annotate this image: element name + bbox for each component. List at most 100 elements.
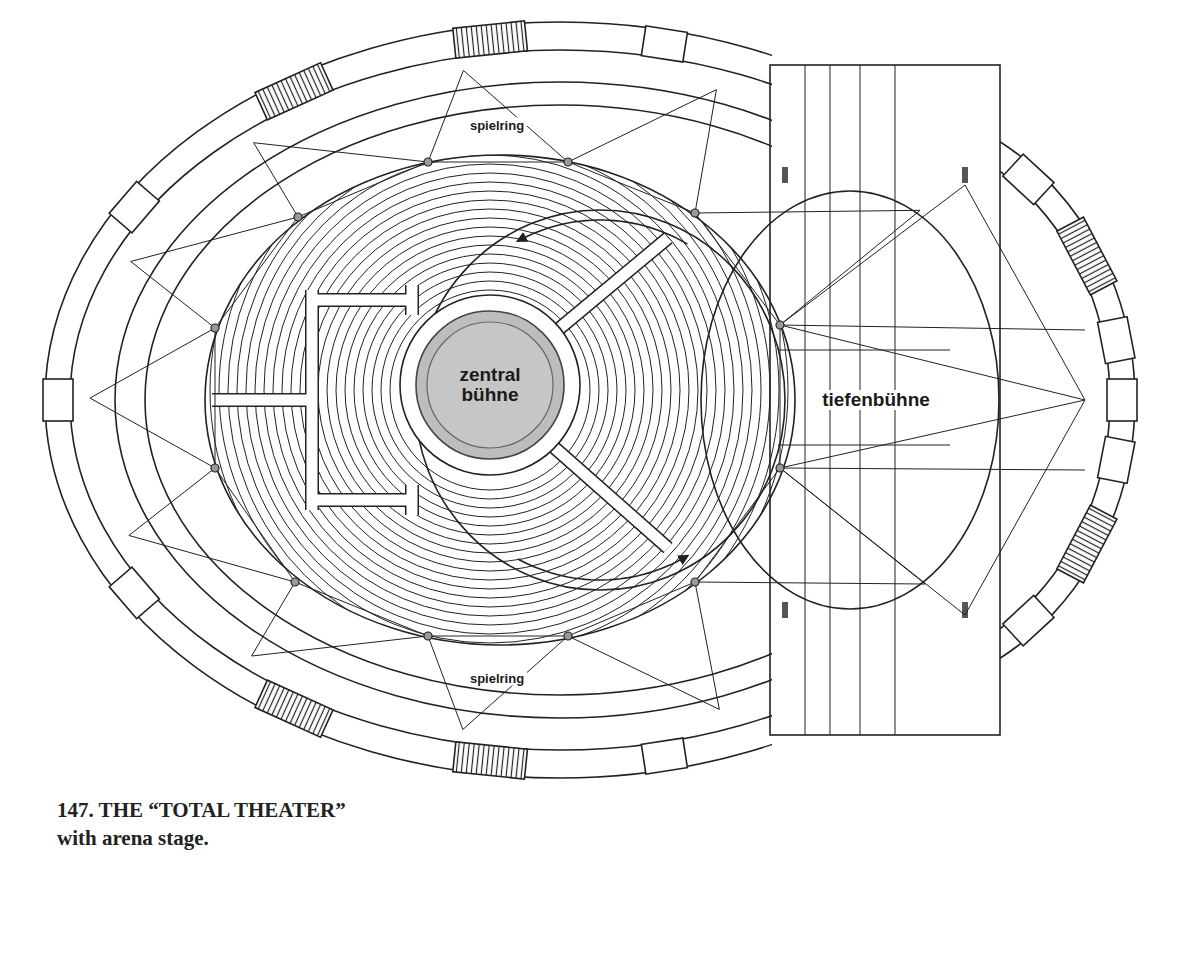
ring-chord: [568, 582, 695, 636]
stair-tower: [109, 567, 159, 618]
auditorium-outline: [205, 155, 795, 645]
projection-line: [780, 185, 965, 325]
aisle-edge: [312, 493, 412, 507]
projection-line: [965, 185, 1085, 400]
seat-row: [300, 200, 680, 580]
aisle-edge: [405, 485, 419, 515]
stair-tower: [1057, 505, 1117, 583]
ring-chord: [215, 217, 298, 328]
column-dot: [291, 578, 299, 586]
pillar: [782, 602, 788, 618]
stage-ring: [427, 322, 553, 448]
seat-row: [309, 209, 671, 571]
ring: [1000, 124, 1110, 676]
central-stage: zentral bühne: [415, 310, 565, 460]
seat-row: [318, 218, 662, 562]
stair-tower: [43, 379, 73, 421]
stair-tower: [1098, 317, 1135, 364]
ring-chord: [298, 162, 428, 217]
seat-row: [246, 146, 734, 634]
ring-label: spielring: [467, 118, 527, 133]
aisle-edge: [312, 293, 412, 307]
aisle: [407, 485, 418, 515]
figure-caption: 147. THE “TOTAL THEATER” with arena stag…: [57, 796, 375, 852]
seat-row: [201, 101, 779, 679]
ring-label: spielring: [467, 671, 527, 686]
ring: [145, 105, 772, 695]
column-dot: [564, 158, 572, 166]
stair-tower: [1107, 379, 1137, 421]
column-dot: [691, 578, 699, 586]
rotation-arrow: [518, 220, 688, 244]
stage-name: tiefenbühne: [819, 390, 933, 410]
stair-tower: [1003, 154, 1054, 205]
seat-row: [183, 83, 797, 697]
column-dot: [211, 324, 219, 332]
column-dot: [424, 158, 432, 166]
ring-chord: [695, 468, 780, 582]
seat-row: [291, 191, 689, 589]
seat-row: [345, 245, 635, 535]
spielring-zigzag: [90, 70, 1085, 729]
stage-surround: [400, 295, 580, 475]
ring-chord: [780, 325, 781, 468]
stair-tower: [255, 680, 333, 737]
column-dot: [294, 213, 302, 221]
aisle: [312, 495, 412, 506]
stage-track: [805, 65, 806, 735]
stair-tower: [1003, 595, 1054, 646]
ring-chord: [295, 582, 428, 636]
stage-ellipse: [701, 191, 999, 609]
column-dot: [211, 464, 219, 472]
aisle: [312, 295, 412, 306]
ring-chord: [695, 213, 780, 325]
stair-tower: [641, 26, 687, 62]
pillar: [962, 602, 968, 618]
pillar: [962, 167, 968, 183]
seat-row: [165, 65, 815, 715]
proscenium-line: [778, 350, 950, 351]
stair-tower: [1098, 436, 1135, 483]
ring: [45, 22, 772, 778]
aisle: [212, 395, 312, 406]
seat-row: [228, 128, 752, 652]
aisle-edge: [212, 393, 312, 407]
aisle-edge: [405, 285, 419, 315]
column-dot: [424, 632, 432, 640]
aisle: [548, 238, 668, 338]
aisle-edge: [548, 238, 668, 338]
seating: [165, 65, 815, 715]
outer-rings: [45, 22, 772, 778]
projection-line: [780, 468, 965, 615]
ring-chord: [428, 162, 568, 163]
stage-house: [770, 65, 1000, 735]
ring-chord: [215, 468, 295, 582]
pillar: [782, 167, 788, 183]
stair-tower: [453, 742, 528, 779]
seat-row: [237, 137, 743, 643]
stage-name: zentral bühne: [459, 365, 520, 405]
aisle: [548, 442, 668, 548]
deep-stage: tiefenbühne: [700, 190, 1000, 610]
proscenium-line: [778, 445, 950, 446]
ring: [115, 82, 772, 718]
projection-line: [780, 468, 1085, 470]
column-dot: [776, 464, 784, 472]
aisle-edge: [548, 442, 668, 548]
stage-disc: [416, 311, 564, 459]
stair-tower: [1057, 217, 1117, 295]
seat-row: [255, 155, 725, 625]
column-dot: [691, 209, 699, 217]
ring: [70, 50, 772, 750]
rotation-arrow: [518, 556, 688, 580]
projection-line: [780, 325, 1085, 330]
stair-tower: [109, 181, 159, 232]
stair-tower: [641, 738, 687, 774]
seat-row: [264, 164, 716, 616]
seat-row: [210, 110, 770, 670]
column-dot: [776, 321, 784, 329]
ring-chord: [215, 328, 216, 468]
ring-chord: [568, 162, 695, 213]
